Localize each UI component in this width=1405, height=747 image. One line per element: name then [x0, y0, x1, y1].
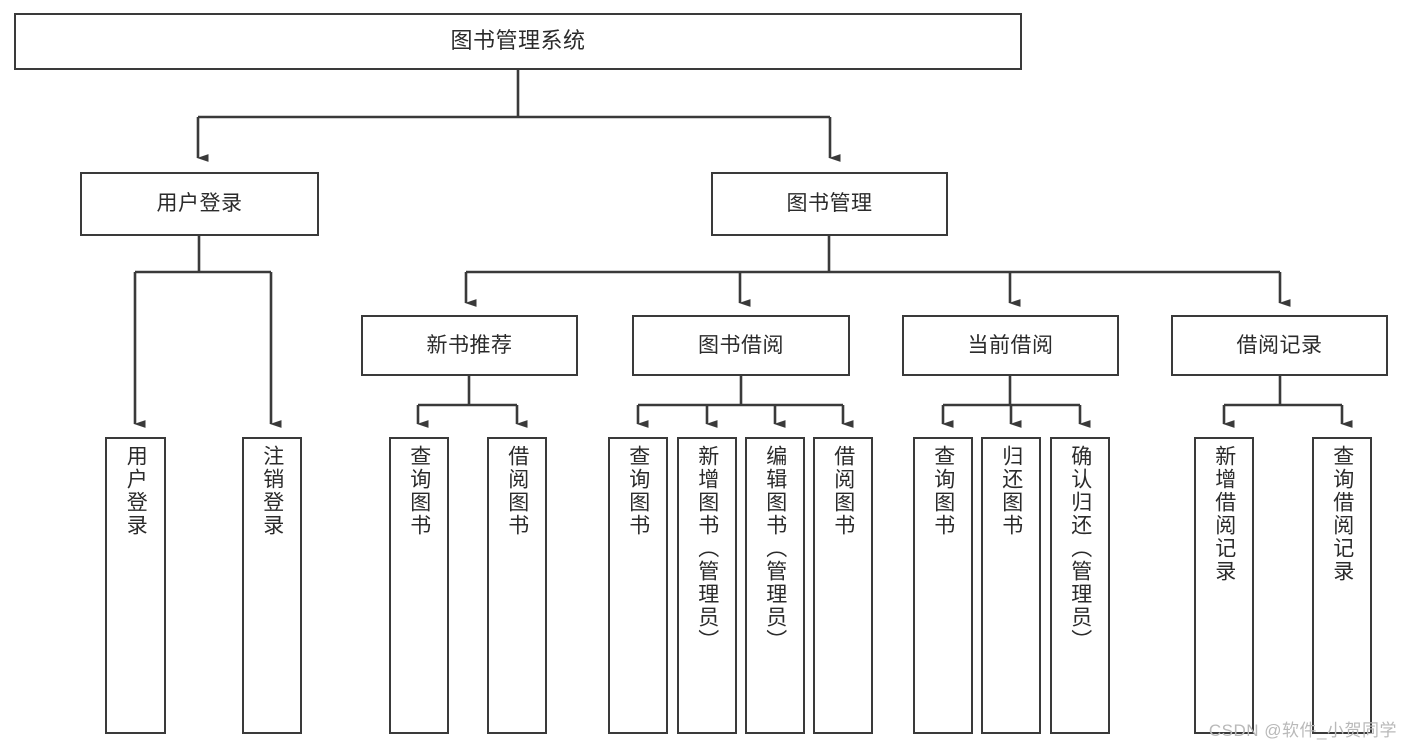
leaf-query-record[interactable]: 查询借阅记录 — [1312, 437, 1372, 734]
node-label: 当前借阅 — [967, 333, 1054, 357]
node-label: 查询借阅记录 — [1330, 445, 1354, 583]
leaf-user-login[interactable]: 用户登录 — [105, 437, 166, 734]
node-label: 用户登录 — [124, 445, 148, 537]
leaf-return-book[interactable]: 归还图书 — [981, 437, 1041, 734]
node-label: 确认归还（管理员） — [1068, 445, 1092, 652]
node-book-borrow[interactable]: 图书借阅 — [632, 315, 850, 376]
leaf-query-book-borrow[interactable]: 查询图书 — [608, 437, 668, 734]
node-root-title[interactable]: 图书管理系统 — [14, 13, 1022, 70]
leaf-edit-book[interactable]: 编辑图书（管理员） — [745, 437, 805, 734]
node-label: 归还图书 — [999, 445, 1023, 537]
node-label: 借阅记录 — [1236, 333, 1323, 357]
node-label: 编辑图书（管理员） — [763, 445, 787, 652]
node-label: 新增借阅记录 — [1212, 445, 1236, 583]
node-label: 查询图书 — [407, 445, 431, 537]
leaf-logout-login[interactable]: 注销登录 — [242, 437, 302, 734]
leaf-borrow-book[interactable]: 借阅图书 — [813, 437, 873, 734]
node-label: 图书借阅 — [698, 333, 784, 357]
node-label: 注销登录 — [260, 445, 284, 537]
node-new-book-rec[interactable]: 新书推荐 — [361, 315, 578, 376]
node-label: 新书推荐 — [426, 333, 513, 357]
leaf-query-book-rec[interactable]: 查询图书 — [389, 437, 449, 734]
watermark-text: CSDN @软件_小贺同学 — [1208, 721, 1397, 740]
leaf-add-book[interactable]: 新增图书（管理员） — [677, 437, 737, 734]
node-current-borrow[interactable]: 当前借阅 — [902, 315, 1119, 376]
node-label: 图书管理系统 — [450, 28, 586, 54]
leaf-confirm-return[interactable]: 确认归还（管理员） — [1050, 437, 1110, 734]
node-label: 借阅图书 — [831, 445, 855, 537]
leaf-add-record[interactable]: 新增借阅记录 — [1194, 437, 1254, 734]
node-label: 借阅图书 — [505, 445, 529, 537]
node-label: 用户登录 — [156, 192, 243, 216]
node-user-login[interactable]: 用户登录 — [80, 172, 319, 236]
node-label: 新增图书（管理员） — [695, 445, 719, 652]
node-label: 图书管理 — [786, 192, 873, 216]
node-label: 查询图书 — [931, 445, 955, 537]
leaf-query-book-current[interactable]: 查询图书 — [913, 437, 973, 734]
leaf-borrow-book-rec[interactable]: 借阅图书 — [487, 437, 547, 734]
node-book-manage[interactable]: 图书管理 — [711, 172, 948, 236]
node-borrow-record[interactable]: 借阅记录 — [1171, 315, 1388, 376]
node-label: 查询图书 — [626, 445, 650, 537]
